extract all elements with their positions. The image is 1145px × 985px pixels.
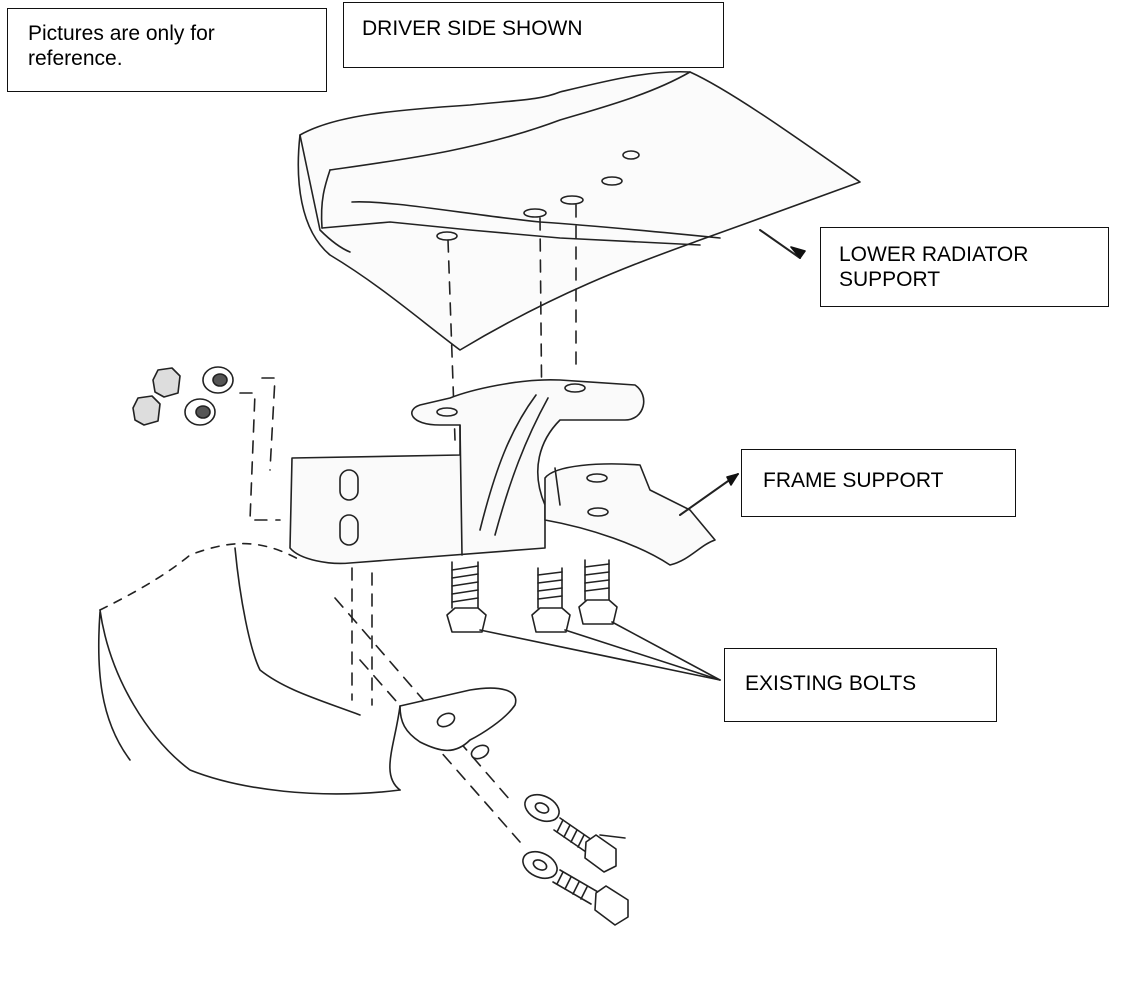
bumper-outline <box>97 542 401 795</box>
frame-support-part <box>544 463 739 566</box>
reference-note-text: Pictures are only for reference. <box>28 22 215 70</box>
existing-bolts-text: EXISTING BOLTS <box>745 672 917 695</box>
existing-bolts-label: EXISTING BOLTS <box>724 648 997 722</box>
lower-bolts-and-washers <box>522 793 629 926</box>
mounting-bracket <box>289 378 645 565</box>
driver-side-box: DRIVER SIDE SHOWN <box>343 2 724 68</box>
driver-side-text: DRIVER SIDE SHOWN <box>362 17 583 40</box>
lower-radiator-support-label: LOWER RADIATOR SUPPORT <box>820 227 1109 307</box>
lower-radiator-support-line1: LOWER RADIATOR <box>839 243 1029 266</box>
existing-bolts-part <box>446 559 721 681</box>
reference-note-box: Pictures are only for reference. <box>7 8 327 92</box>
lower-radiator-support-line2: SUPPORT <box>839 268 941 291</box>
lower-radiator-support-part <box>297 70 861 351</box>
frame-support-label: FRAME SUPPORT <box>741 449 1016 517</box>
frame-support-text: FRAME SUPPORT <box>763 469 944 492</box>
lower-tab-bracket <box>389 687 517 791</box>
nuts-and-washers <box>132 366 234 426</box>
